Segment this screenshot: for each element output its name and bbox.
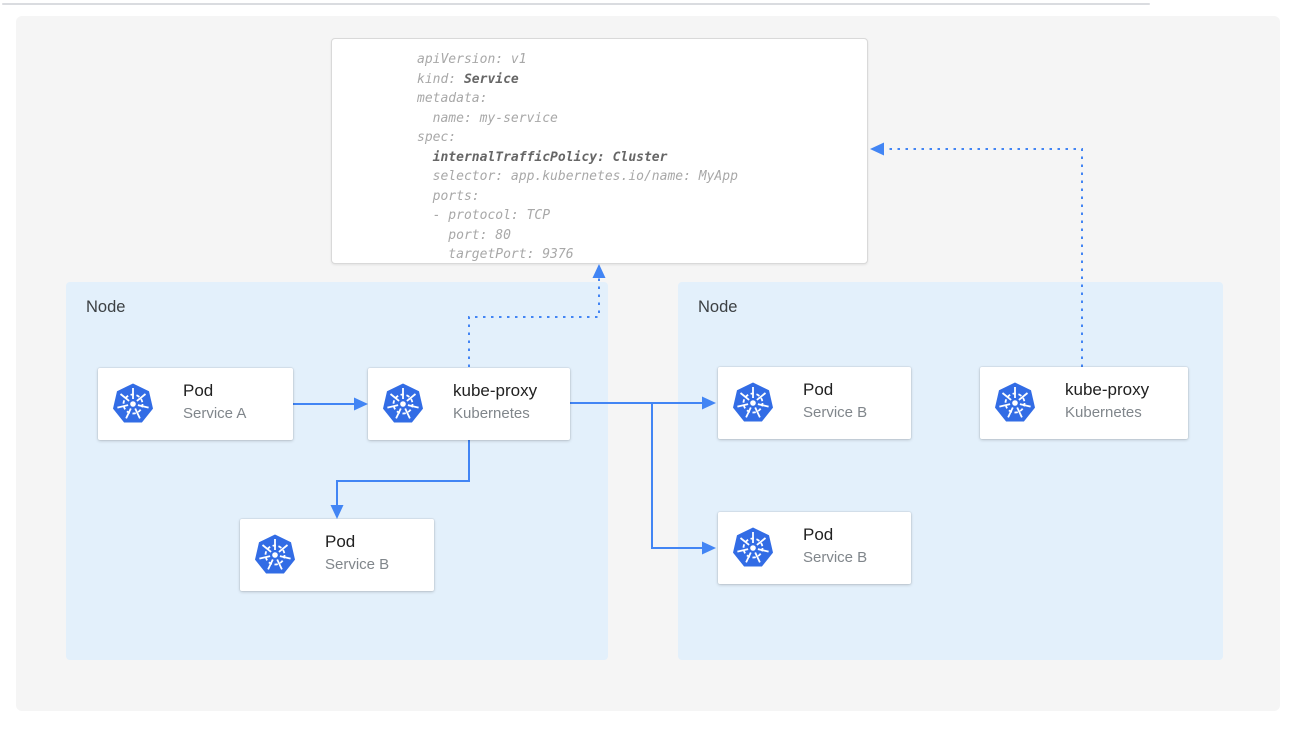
node-label: Node xyxy=(698,298,738,316)
yaml-line: port: 80 xyxy=(417,227,511,243)
card-title: Pod xyxy=(803,525,834,544)
yaml-line: spec: xyxy=(417,130,457,145)
yaml-line: kind: Service xyxy=(417,71,519,87)
card-subtitle: Service B xyxy=(325,556,390,573)
node-box-right: Node xyxy=(678,282,1223,660)
yaml-line: ports: xyxy=(417,188,480,204)
service-yaml-card: apiVersion: v1 kind: Service metadata: n… xyxy=(331,38,868,264)
yaml-line: targetPort: 9376 xyxy=(417,247,574,262)
kubernetes-wheel-icon xyxy=(731,381,775,425)
kubernetes-wheel-icon xyxy=(731,526,775,570)
yaml-line: apiVersion: v1 xyxy=(417,52,527,67)
card-subtitle: Service B xyxy=(803,549,868,566)
pod-card-service-b-right-node-bottom: Pod Service B xyxy=(718,512,911,584)
kubernetes-wheel-icon xyxy=(253,533,297,577)
pod-card-service-b-left-node: Pod Service B xyxy=(240,519,434,591)
yaml-line: selector: app.kubernetes.io/name: MyApp xyxy=(417,169,738,184)
yaml-line: name: my-service xyxy=(417,110,558,126)
kubernetes-wheel-icon xyxy=(111,382,155,426)
card-title: kube-proxy xyxy=(453,381,538,400)
card-subtitle: Kubernetes xyxy=(1065,404,1142,421)
top-divider-rule xyxy=(2,3,1150,5)
card-subtitle: Service B xyxy=(803,404,868,421)
pod-card-service-b-right-node-top: Pod Service B xyxy=(718,367,911,439)
card-title: Pod xyxy=(803,380,834,399)
kube-proxy-card-right: kube-proxy Kubernetes xyxy=(980,367,1188,439)
kubernetes-wheel-icon xyxy=(993,381,1037,425)
card-title: kube-proxy xyxy=(1065,380,1150,399)
card-title: Pod xyxy=(183,381,214,400)
yaml-line: internalTrafficPolicy: Cluster xyxy=(432,149,668,165)
card-subtitle: Service A xyxy=(183,405,247,422)
kubernetes-wheel-icon xyxy=(381,382,425,426)
yaml-line: metadata: xyxy=(417,91,488,106)
yaml-line: - protocol: TCP xyxy=(417,208,551,223)
card-title: Pod xyxy=(325,532,356,551)
card-subtitle: Kubernetes xyxy=(453,405,530,422)
kube-proxy-card-left: kube-proxy Kubernetes xyxy=(368,368,570,440)
node-box-left: Node xyxy=(66,282,608,660)
pod-card-service-a: Pod Service A xyxy=(98,368,293,440)
node-label: Node xyxy=(86,298,126,316)
